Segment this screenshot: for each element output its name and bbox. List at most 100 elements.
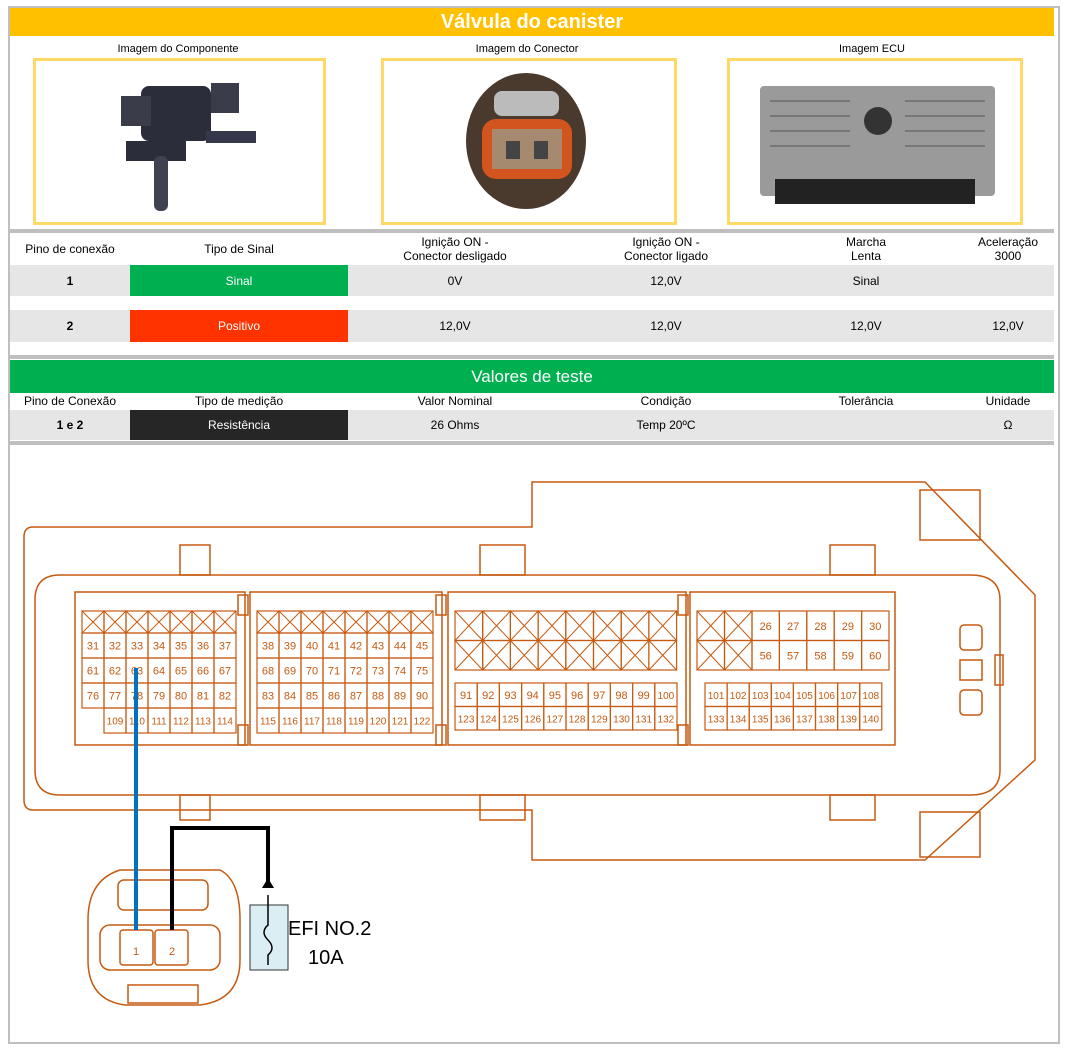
blocked-pin-mark (454, 640, 484, 671)
power-wire (170, 826, 270, 930)
pin-number: 112 (173, 717, 189, 728)
component-image-label: Imagem do Componente (117, 43, 239, 55)
condition-value: Temp 20ºC (636, 418, 696, 432)
blocked-pin-mark (482, 640, 511, 671)
pin-number: 100 (658, 691, 675, 702)
pin-number: 93 (504, 690, 516, 702)
pin-number: 98 (615, 690, 627, 702)
pin-number: 88 (372, 691, 384, 703)
connector-pin-2: 2 (169, 946, 175, 958)
pin-number: 122 (414, 717, 431, 728)
blocked-pin-mark (620, 610, 650, 641)
frame (8, 6, 1060, 1044)
pin-number: 77 (109, 691, 121, 703)
pin-number: 26 (760, 621, 772, 633)
pin-number: 64 (153, 666, 165, 678)
pin-number: 76 (87, 691, 99, 703)
blocked-pin-mark (366, 610, 390, 634)
pin-number: 33 (131, 641, 143, 653)
idle-value: 12,0V (850, 319, 882, 333)
ign-on-value: 12,0V (650, 319, 682, 333)
divider (10, 229, 1054, 233)
test-table-header: Pino de Conexão Tipo de medição Valor No… (10, 393, 1054, 409)
blocked-pin-mark (278, 610, 302, 634)
pin-number: 97 (593, 690, 605, 702)
header-ign-on: Ignição ON - Conector ligado (623, 235, 709, 263)
pin-number: 107 (840, 691, 857, 702)
component-connector-outline (87, 869, 241, 1006)
pin-number: 92 (482, 690, 494, 702)
pin-number: 56 (760, 650, 772, 662)
pin-number: 129 (591, 714, 608, 725)
connector-pin-1: 1 (133, 946, 139, 958)
blocked-pin-mark (565, 640, 594, 671)
pin-number: 91 (460, 690, 472, 702)
pin-number: 42 (350, 641, 362, 653)
pin-number: 90 (416, 691, 428, 703)
pin-number: 137 (796, 714, 813, 725)
header-signal-type: Tipo de Sinal (204, 242, 274, 256)
pin-number: 39 (284, 641, 296, 653)
pin-number: 136 (774, 714, 791, 725)
pin-number: 34 (153, 641, 165, 653)
blocked-pin-mark (537, 610, 567, 641)
blocked-pin-mark (510, 610, 539, 641)
pin-number: 89 (394, 691, 406, 703)
pin-number: 131 (635, 714, 652, 725)
pin-number: 120 (370, 717, 387, 728)
pin-number: 96 (571, 690, 583, 702)
blocked-pin-cell (648, 639, 678, 671)
table-row: 2 Positivo 12,0V 12,0V 12,0V 12,0V (10, 310, 1054, 342)
pin-number: 28 (814, 621, 826, 633)
pin-number: 132 (658, 714, 675, 725)
pin-number: 38 (262, 641, 274, 653)
pin-number: 115 (260, 717, 276, 728)
pin-number: 44 (394, 641, 406, 653)
blocked-pin-mark (213, 610, 237, 634)
pin-number: 60 (869, 650, 881, 662)
signal-type-badge: Sinal (130, 265, 348, 296)
pin-number: 86 (328, 691, 340, 703)
blocked-pin-mark (565, 610, 594, 641)
blocked-pin-mark (169, 610, 193, 634)
pin-number: 102 (730, 691, 747, 702)
blocked-pin-mark (300, 610, 324, 634)
pin-number: 61 (87, 666, 99, 678)
pin-number: 29 (842, 621, 854, 633)
pin-number: 82 (219, 691, 231, 703)
pin-number: 101 (708, 691, 725, 702)
pin-number: 69 (284, 666, 296, 678)
header-pin: Pino de conexão (25, 242, 115, 256)
pin-number: 139 (840, 714, 857, 725)
header-ign-off: Ignição ON - Conector desligado (403, 235, 507, 263)
pin-number: 65 (175, 666, 187, 678)
ign-on-value: 12,0V (650, 273, 682, 288)
pin-number: 70 (306, 666, 318, 678)
blocked-pin-mark (322, 610, 346, 634)
pin-number: 41 (328, 641, 340, 653)
ecu-image (727, 58, 1023, 225)
blocked-pin-mark (593, 640, 622, 671)
page-title: Válvula do canister (10, 8, 1054, 36)
blocked-pin-mark (482, 610, 511, 641)
pin-number: 127 (547, 714, 564, 725)
pin-number: 73 (372, 666, 384, 678)
pin-number: 133 (708, 714, 725, 725)
blocked-pin-mark (191, 610, 215, 634)
ecu-image-label: Imagem ECU (838, 43, 906, 55)
pin-number: 57 (787, 650, 799, 662)
pin-number: 118 (326, 717, 342, 728)
pin-number: 30 (869, 621, 881, 633)
blocked-pin-mark (510, 640, 539, 671)
connector-image (381, 58, 677, 225)
pin-number: 114 (217, 717, 233, 728)
pin-number: 104 (774, 691, 791, 702)
pin-number: 105 (796, 691, 813, 702)
blocked-pin-mark (593, 610, 622, 641)
header-idle: Marcha Lenta (845, 235, 886, 263)
idle-value: Sinal (852, 273, 880, 288)
pin-number: 83 (262, 691, 274, 703)
pin-number: 85 (306, 691, 318, 703)
fuse-icon (249, 904, 289, 971)
